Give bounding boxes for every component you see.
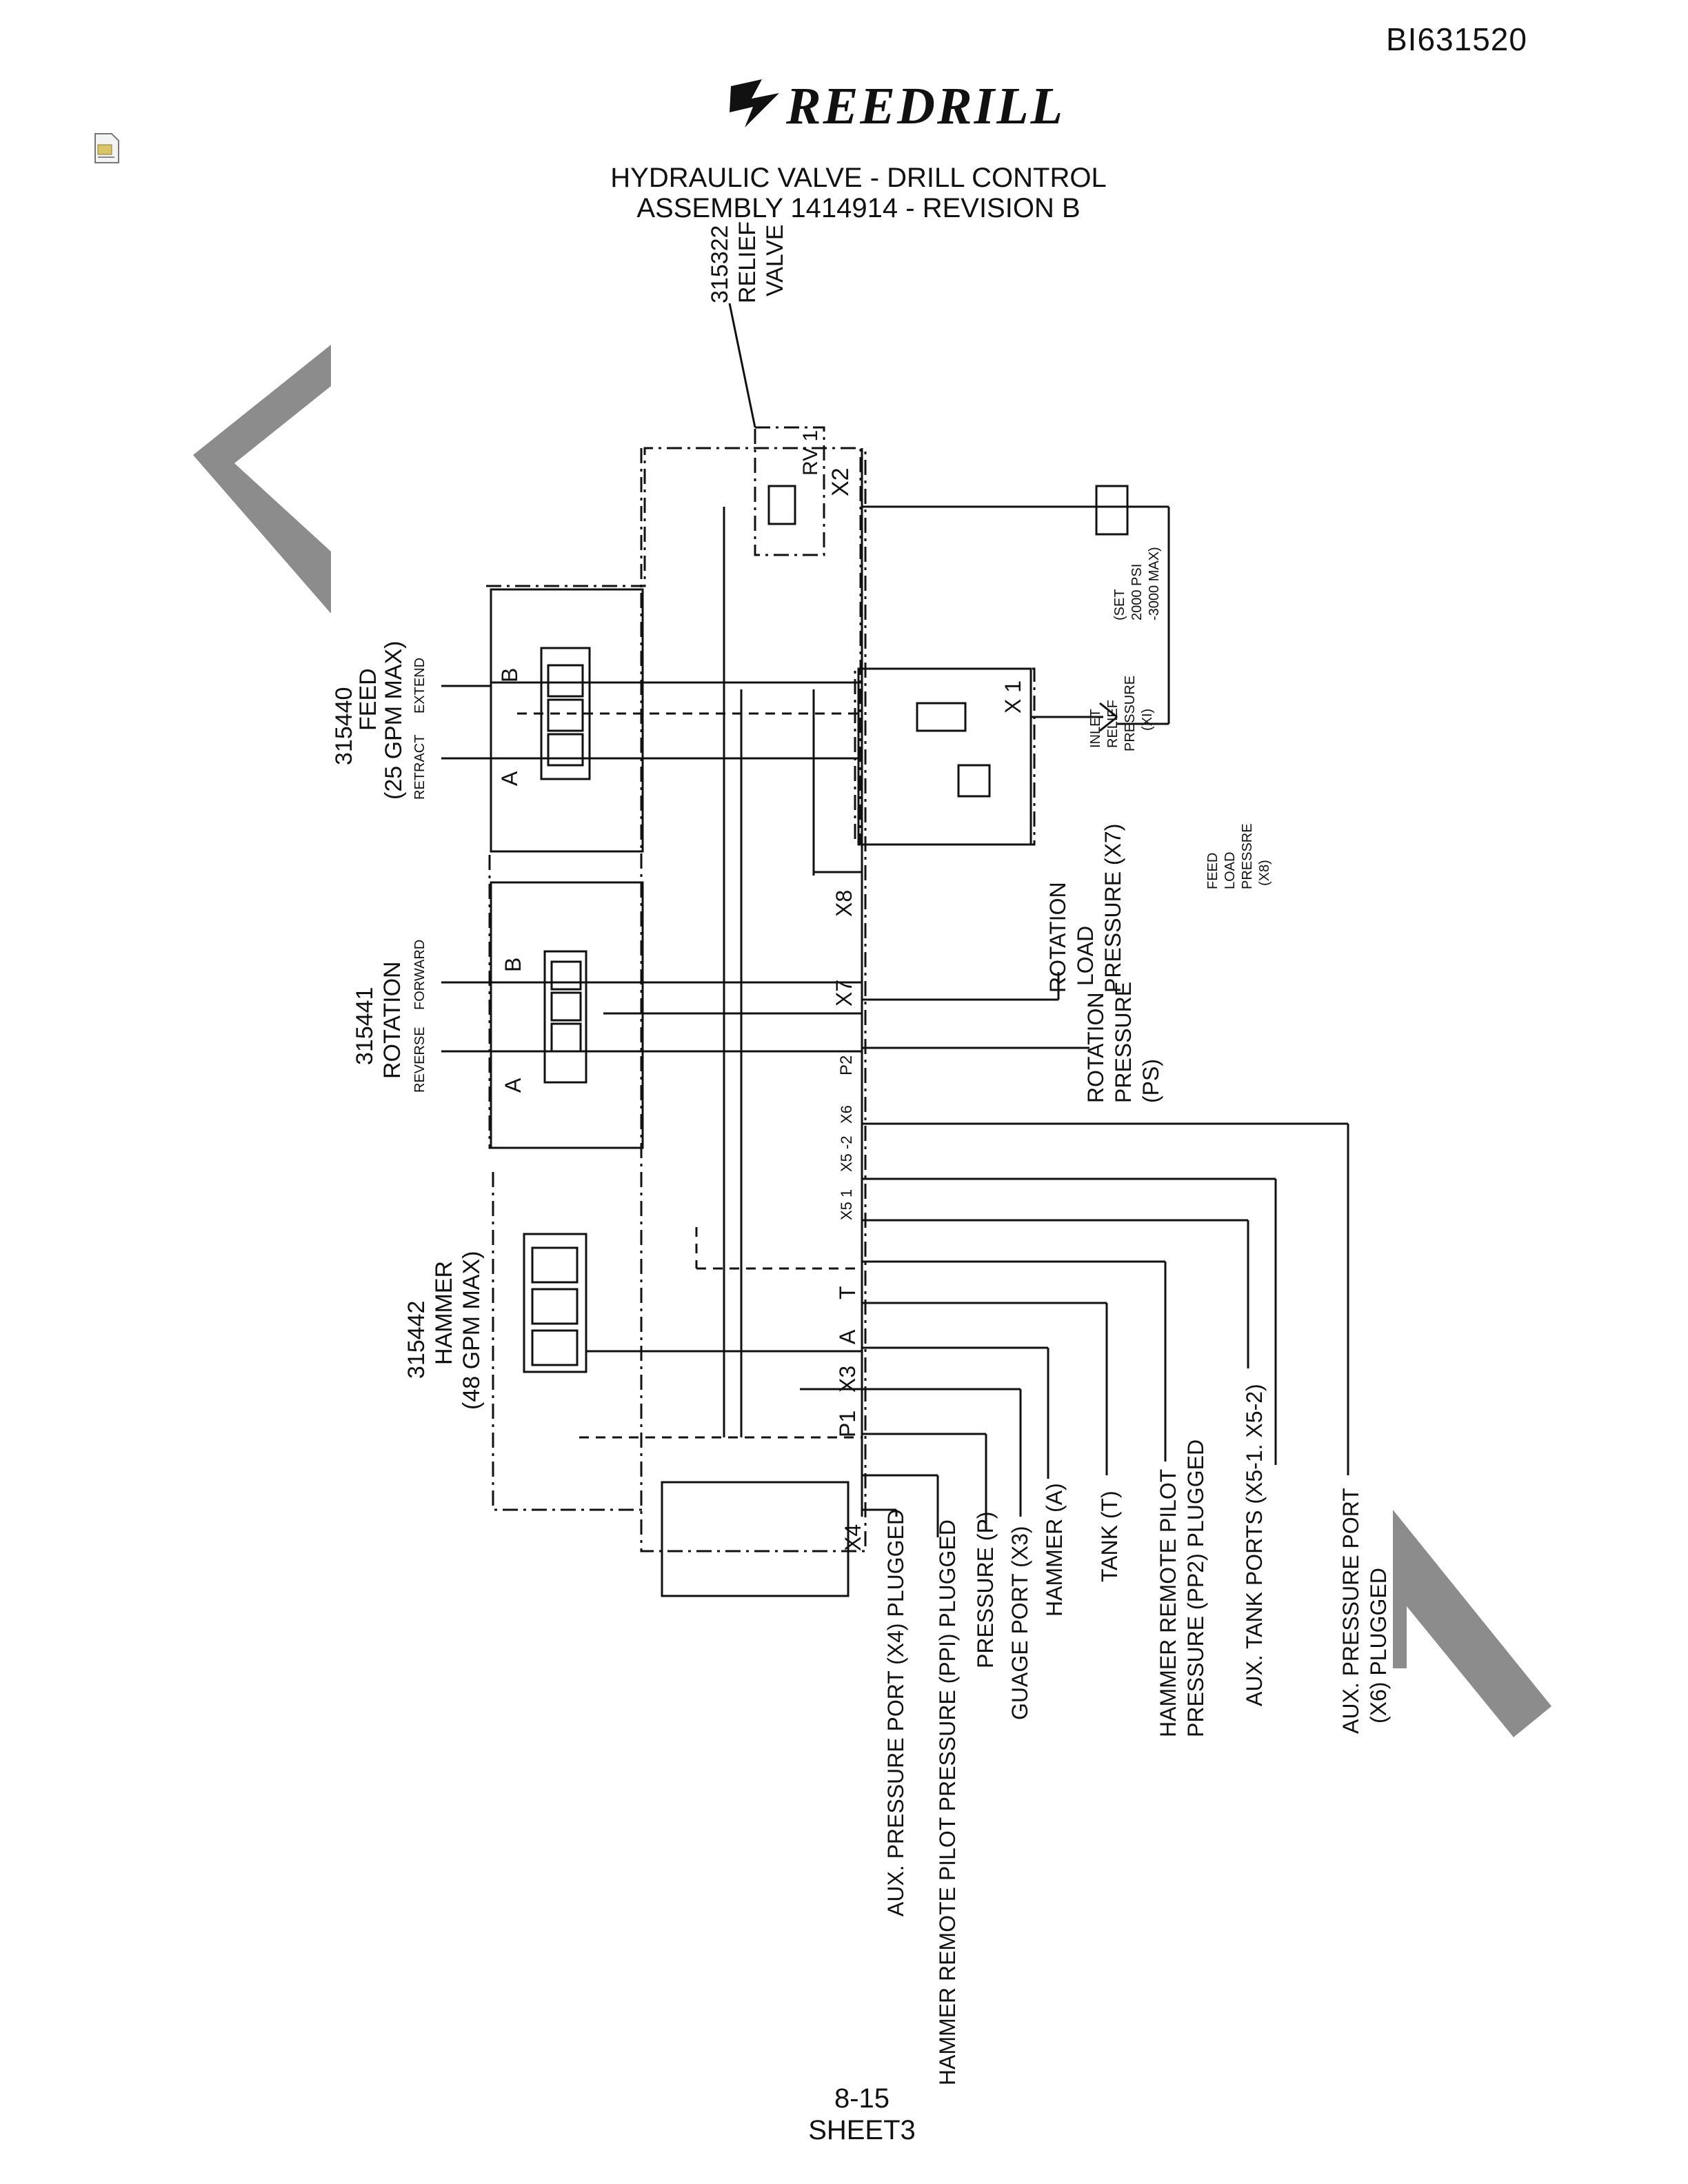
feed-load-note-2: LOAD	[1223, 852, 1238, 889]
rotation-pressure-3: (PS)	[1138, 1059, 1163, 1103]
inlet-note-1: INLET	[1088, 709, 1103, 748]
legend-hammer-ppi: HAMMER REMOTE PILOT PRESSURE (PPI) PLUGG…	[935, 1519, 960, 2085]
feed-name: FEED	[355, 668, 381, 731]
corner-marker-top-left	[193, 345, 331, 614]
port-p1: P1	[835, 1410, 860, 1437]
hammer-name: HAMMER	[431, 1261, 457, 1365]
port-x7: X7	[832, 980, 856, 1007]
set-note-2: 2000 PSI	[1129, 564, 1145, 620]
feed-dir-retract: RETRACT	[412, 735, 428, 800]
port-x8: X8	[832, 890, 856, 917]
diagram-title: HYDRAULIC VALVE - DRILL CONTROL	[610, 163, 1107, 193]
relief-part-number: 315322	[707, 225, 733, 303]
feed-load-note-1: FEED	[1205, 853, 1220, 889]
legend-aux-x4: AUX. PRESSURE PORT (X4) PLUGGED	[883, 1509, 908, 1917]
document-id: BI631520	[1386, 21, 1527, 57]
set-note-3: -3000 MAX)	[1147, 547, 1162, 620]
feed-load-note-3: PRESSRE	[1240, 823, 1255, 889]
rotation-port-a: A	[501, 1078, 525, 1093]
inlet-note-2: RELIEF	[1105, 700, 1121, 748]
feed-part-number: 315440	[331, 687, 357, 765]
rotation-pressure-1: ROTATION	[1083, 992, 1108, 1103]
rotation-load-1: ROTATION	[1045, 882, 1070, 993]
feed-rating: (25 GPM MAX)	[381, 641, 407, 800]
legend-hammer-pp2-2: PRESSURE (PP2) PLUGGED	[1183, 1439, 1208, 1737]
port-t: T	[835, 1286, 860, 1300]
legend-hammer-a: HAMMER (A)	[1042, 1483, 1067, 1617]
diagram-subtitle: ASSEMBLY 1414914 - REVISION B	[636, 193, 1081, 223]
rotation-part-number: 315441	[352, 987, 378, 1065]
file-icon[interactable]	[91, 132, 121, 164]
feed-load-note-4: (X8)	[1257, 860, 1272, 886]
inlet-note-4: (XI)	[1140, 709, 1155, 731]
set-note-1: (SET	[1112, 589, 1127, 620]
port-x1: X 1	[1001, 680, 1025, 714]
port-x4: X4	[841, 1524, 865, 1551]
port-x2: X2	[827, 467, 854, 496]
legend-hammer-pp2-1: HAMMER REMOTE PILOT	[1156, 1469, 1180, 1737]
drill-bit-logo-icon	[730, 79, 779, 128]
corner-marker-bottom-right	[1393, 1510, 1551, 1737]
feed-port-b: B	[497, 668, 522, 682]
relief-tag: RV 1	[799, 430, 822, 476]
port-x6: X6	[838, 1105, 855, 1124]
hammer-part-number: 315442	[403, 1301, 430, 1379]
rotation-dir-reverse: REVERSE	[412, 1027, 428, 1093]
legend-aux-x6-1: AUX. PRESSURE PORT	[1338, 1488, 1363, 1734]
legend-gauge: GUAGE PORT (X3)	[1007, 1526, 1032, 1720]
rotation-pressure-2: PRESSURE	[1111, 982, 1136, 1103]
port-x3: X3	[835, 1366, 860, 1393]
legend-aux-x6-2: (X6) PLUGGED	[1366, 1568, 1391, 1723]
relief-label-1: RELIEF	[734, 221, 761, 303]
page-number: 8-15	[834, 2083, 890, 2114]
feed-dir-extend: EXTEND	[412, 658, 428, 714]
feed-port-a: A	[497, 771, 522, 786]
legend-aux-tank: AUX. TANK PORTS (X5-1. X5-2)	[1242, 1384, 1267, 1706]
rotation-load-2: LOAD	[1073, 926, 1098, 986]
rotation-load-3: PRESSURE (X7)	[1101, 824, 1125, 993]
port-x5-1: X5 1	[838, 1189, 855, 1220]
port-p2: P2	[837, 1055, 856, 1075]
port-a: A	[835, 1329, 860, 1344]
legend-pressure: PRESSURE (P)	[973, 1511, 998, 1668]
rotation-name: ROTATION	[379, 961, 405, 1079]
inlet-note-3: PRESSURE	[1123, 676, 1138, 751]
port-x5-2: X5 -2	[838, 1135, 855, 1172]
rotation-dir-forward: FORWARD	[412, 940, 428, 1010]
rotation-port-b: B	[501, 958, 525, 972]
hammer-rating: (48 GPM MAX)	[459, 1251, 485, 1410]
relief-label-2: VALVE	[762, 224, 788, 296]
sheet-label: SHEET3	[808, 2115, 916, 2145]
reedrill-logo: REEDRILL	[724, 72, 1063, 141]
brand-name: REEDRILL	[786, 77, 1065, 135]
legend-tank: TANK (T)	[1097, 1490, 1122, 1582]
